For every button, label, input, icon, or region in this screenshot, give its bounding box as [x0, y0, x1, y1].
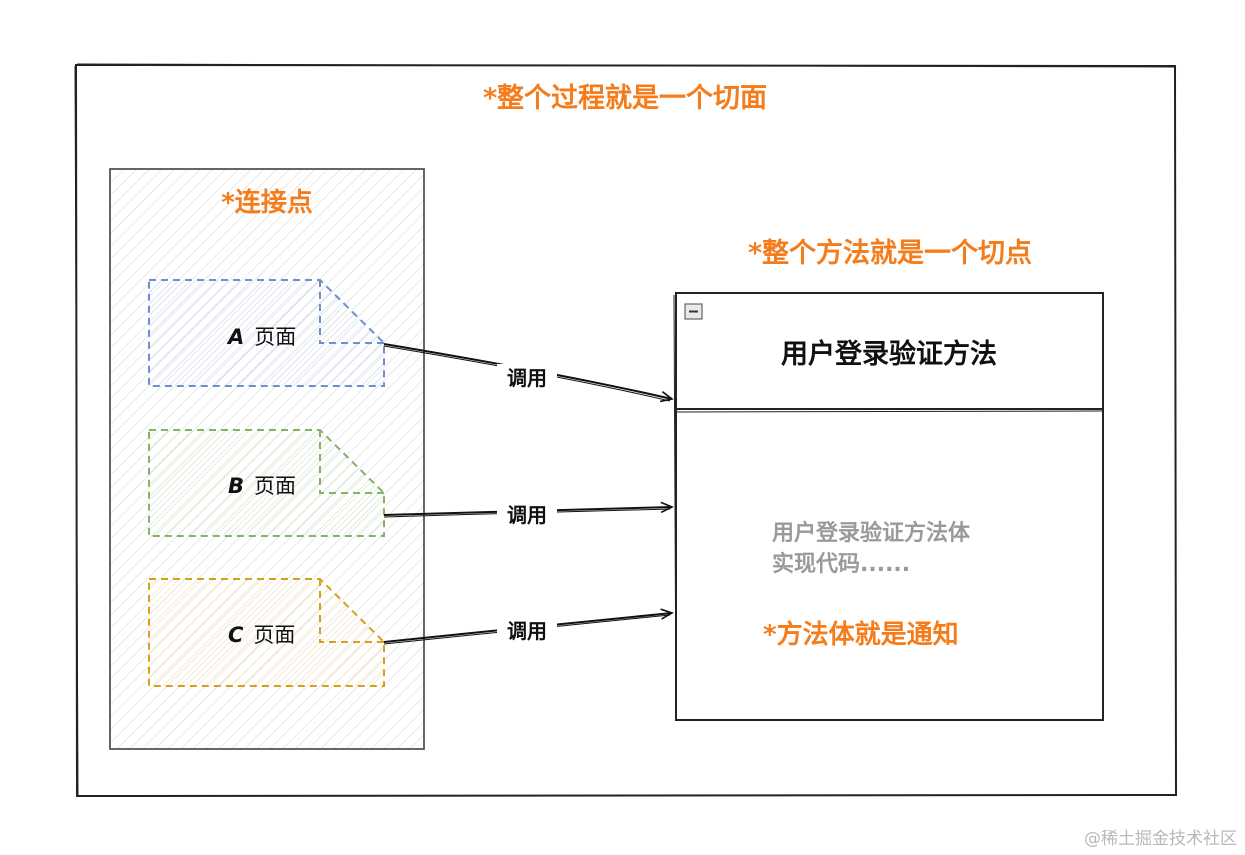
page-a-label: A 页面 [226, 325, 296, 349]
method-name: 用户登录验证方法 [781, 338, 997, 370]
pointcut-title: *整个方法就是一个切点 [748, 237, 1032, 269]
page-c-label: C 页面 [228, 623, 295, 647]
call-label-c: 调用 [507, 619, 547, 643]
call-label-c-bg [497, 617, 557, 643]
call-label-b: 调用 [507, 503, 547, 527]
method-body-line2: 实现代码...... [772, 551, 910, 577]
method-box [673, 292, 1104, 721]
method-body-line1: 用户登录验证方法体 [772, 520, 971, 546]
page-b-letter: B [228, 474, 244, 498]
joinpoints-title: *连接点 [221, 187, 313, 218]
aspect-frame [74, 63, 1178, 798]
page-c-letter: C [228, 623, 244, 647]
page-b-label: B 页面 [228, 474, 296, 498]
call-label-b-bg [497, 501, 557, 527]
page-a-text: 页面 [254, 325, 296, 349]
advice-title: *方法体就是通知 [763, 619, 959, 650]
page-c-icon [148, 578, 385, 687]
page-a-icon [148, 279, 385, 387]
collapse-icon[interactable] [684, 303, 703, 320]
aspect-title: *整个过程就是一个切面 [483, 83, 767, 114]
page-c-text: 页面 [253, 623, 295, 647]
page-a-letter: A [226, 325, 244, 349]
watermark: @稀土掘金技术社区 [1084, 829, 1237, 849]
call-label-a-bg [497, 364, 557, 390]
page-b-text: 页面 [254, 474, 296, 498]
call-label-a: 调用 [507, 366, 547, 390]
